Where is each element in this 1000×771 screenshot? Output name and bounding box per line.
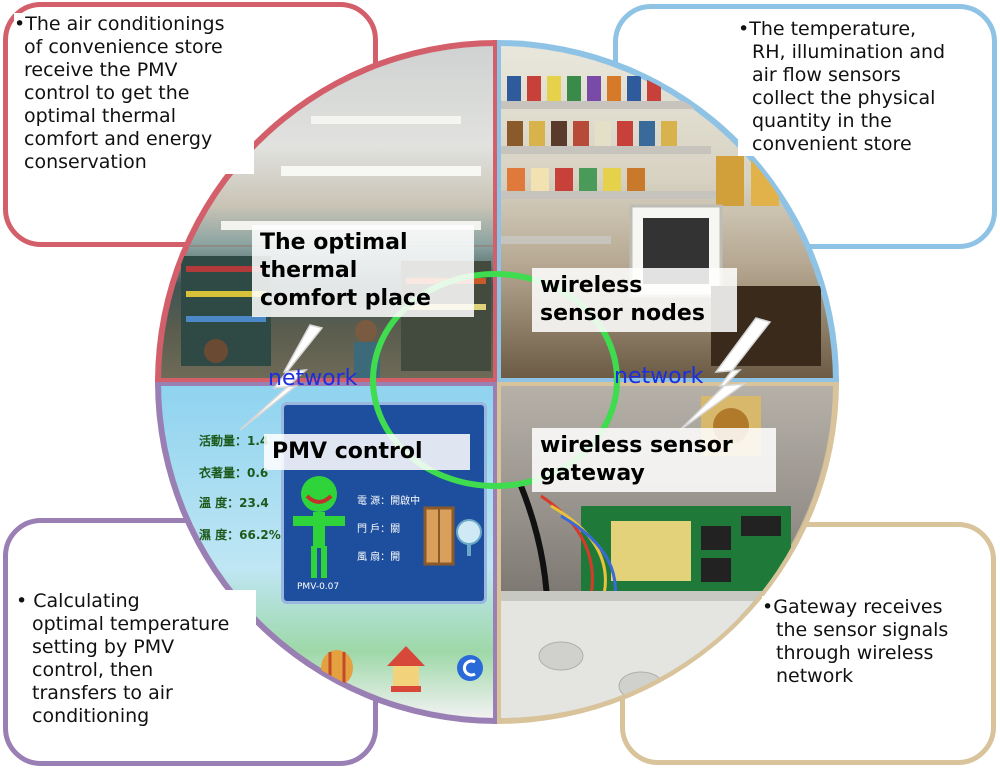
callout-line: the sensor signals	[776, 619, 949, 641]
network-label-left: network	[268, 366, 358, 391]
callout-line: optimal thermal	[24, 105, 176, 127]
callout-line: transfers to air	[32, 682, 173, 704]
house-icon	[387, 646, 425, 692]
callout-line: receive the PMV	[24, 59, 178, 81]
callout-line: Gateway receives	[773, 596, 943, 618]
screen-row-activity: 活動量：1.4	[199, 434, 269, 448]
callout-line: air flow sensors	[752, 64, 901, 86]
callout-line: through wireless	[776, 642, 934, 664]
label-wireless-sensor-nodes: wireless sensor nodes	[532, 268, 737, 332]
bullet: •	[762, 596, 774, 618]
screen-row-humidity: 濕 度：66.2%	[199, 528, 281, 542]
bullet: •	[738, 18, 750, 40]
window-icon	[423, 506, 455, 566]
callout-line: comfort and energy	[24, 128, 213, 150]
label-pmv-control: PMV control	[264, 434, 470, 470]
fan-icon	[456, 519, 482, 556]
label-line: comfort place	[260, 286, 431, 311]
label-line: thermal	[260, 258, 358, 283]
callout-line: network	[776, 665, 854, 687]
bullet: •	[14, 13, 26, 35]
callout-line: optimal temperature	[32, 613, 230, 635]
bullet: •	[16, 590, 28, 612]
callout-line: setting by PMV	[32, 636, 175, 658]
screen-row-clothing: 衣著量：0.6	[199, 466, 269, 480]
label-optimal-comfort-place: The optimal thermal comfort place	[252, 225, 474, 317]
screen-field-fan: 風 扇：開	[357, 552, 401, 563]
callout-top-right-text: •The temperature, RH, illumination and a…	[738, 18, 976, 156]
callout-line: quantity in the	[752, 110, 892, 132]
callout-line: convenient store	[752, 133, 912, 155]
network-label-right: network	[614, 364, 704, 389]
screen-field-door: 門 戶：關	[357, 524, 401, 535]
label-line: wireless	[540, 273, 643, 298]
callout-line: collect the physical	[752, 87, 936, 109]
label-line: sensor nodes	[540, 301, 705, 326]
callout-line: conservation	[24, 151, 147, 173]
callout-line: control to get the	[24, 82, 190, 104]
balloon-icon	[321, 650, 353, 686]
label-line: The optimal	[260, 230, 408, 255]
callout-line: The temperature,	[749, 18, 917, 40]
label-line: PMV control	[272, 439, 423, 464]
callout-line: control, then	[32, 659, 154, 681]
refresh-icon	[457, 655, 483, 681]
label-wireless-sensor-gateway: wireless sensor gateway	[532, 428, 776, 492]
pmv-value: PMV-0.07	[297, 582, 340, 592]
screen-field-power: 電 源：開啟中	[357, 496, 421, 507]
callout-line: The air conditionings	[25, 13, 225, 35]
callout-line: conditioning	[32, 705, 150, 727]
callout-bottom-right-text: •Gateway receives the sensor signals thr…	[762, 596, 986, 688]
comfort-person-icon	[293, 476, 345, 578]
callout-bottom-left-text: • Calculating optimal temperature settin…	[16, 590, 256, 728]
label-line: gateway	[540, 461, 645, 486]
label-line: wireless sensor	[540, 433, 733, 458]
callout-line: of convenience store	[24, 36, 223, 58]
callout-line: Calculating	[33, 590, 140, 612]
callout-line: RH, illumination and	[752, 41, 946, 63]
callout-top-left-text: •The air conditionings of convenience st…	[14, 13, 254, 174]
screen-row-temperature: 溫 度：23.4	[199, 496, 269, 510]
